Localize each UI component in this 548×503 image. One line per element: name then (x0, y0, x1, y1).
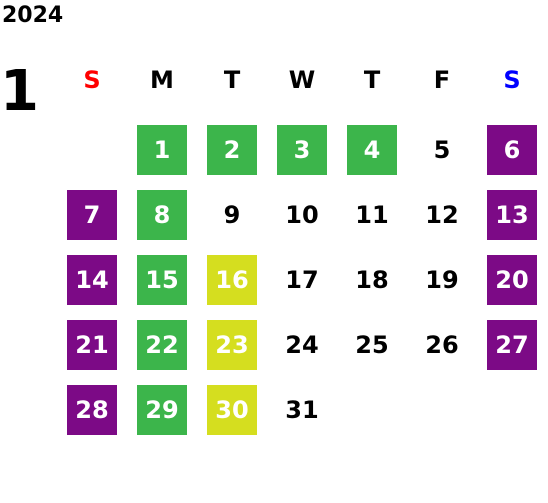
day-cell-14[interactable]: 14 (67, 255, 117, 305)
day-cell-8[interactable]: 8 (137, 190, 187, 240)
day-cell-15[interactable]: 15 (137, 255, 187, 305)
day-cell-24[interactable]: 24 (285, 331, 319, 359)
day-cell-5[interactable]: 5 (433, 136, 451, 164)
day-cell-7[interactable]: 7 (67, 190, 117, 240)
day-cell-13[interactable]: 13 (487, 190, 537, 240)
day-cell-30[interactable]: 30 (207, 385, 257, 435)
weekday-sunday: S (83, 66, 101, 94)
day-cell-12[interactable]: 12 (425, 201, 459, 229)
day-cell-11[interactable]: 11 (355, 201, 389, 229)
day-cell-3[interactable]: 3 (277, 125, 327, 175)
day-cell-17[interactable]: 17 (285, 266, 319, 294)
day-cell-16[interactable]: 16 (207, 255, 257, 305)
day-cell-22[interactable]: 22 (137, 320, 187, 370)
year-label: 2024 (2, 3, 64, 28)
day-cell-2[interactable]: 2 (207, 125, 257, 175)
day-cell-28[interactable]: 28 (67, 385, 117, 435)
day-cell-23[interactable]: 23 (207, 320, 257, 370)
day-cell-25[interactable]: 25 (355, 331, 389, 359)
day-cell-20[interactable]: 20 (487, 255, 537, 305)
weekday-tuesday: T (223, 66, 241, 94)
day-cell-18[interactable]: 18 (355, 266, 389, 294)
weekday-wednesday: W (288, 66, 316, 94)
weekday-thursday: T (363, 66, 381, 94)
day-cell-26[interactable]: 26 (425, 331, 459, 359)
day-cell-21[interactable]: 21 (67, 320, 117, 370)
day-cell-4[interactable]: 4 (347, 125, 397, 175)
day-cell-31[interactable]: 31 (285, 396, 319, 424)
day-cell-6[interactable]: 6 (487, 125, 537, 175)
day-cell-19[interactable]: 19 (425, 266, 459, 294)
day-cell-29[interactable]: 29 (137, 385, 187, 435)
day-cell-1[interactable]: 1 (137, 125, 187, 175)
day-cell-27[interactable]: 27 (487, 320, 537, 370)
weekday-friday: F (433, 66, 451, 94)
month-label: 1 (0, 59, 39, 124)
day-cell-10[interactable]: 10 (285, 201, 319, 229)
day-cell-9[interactable]: 9 (223, 201, 241, 229)
weekday-saturday: S (503, 66, 521, 94)
weekday-monday: M (150, 66, 174, 94)
